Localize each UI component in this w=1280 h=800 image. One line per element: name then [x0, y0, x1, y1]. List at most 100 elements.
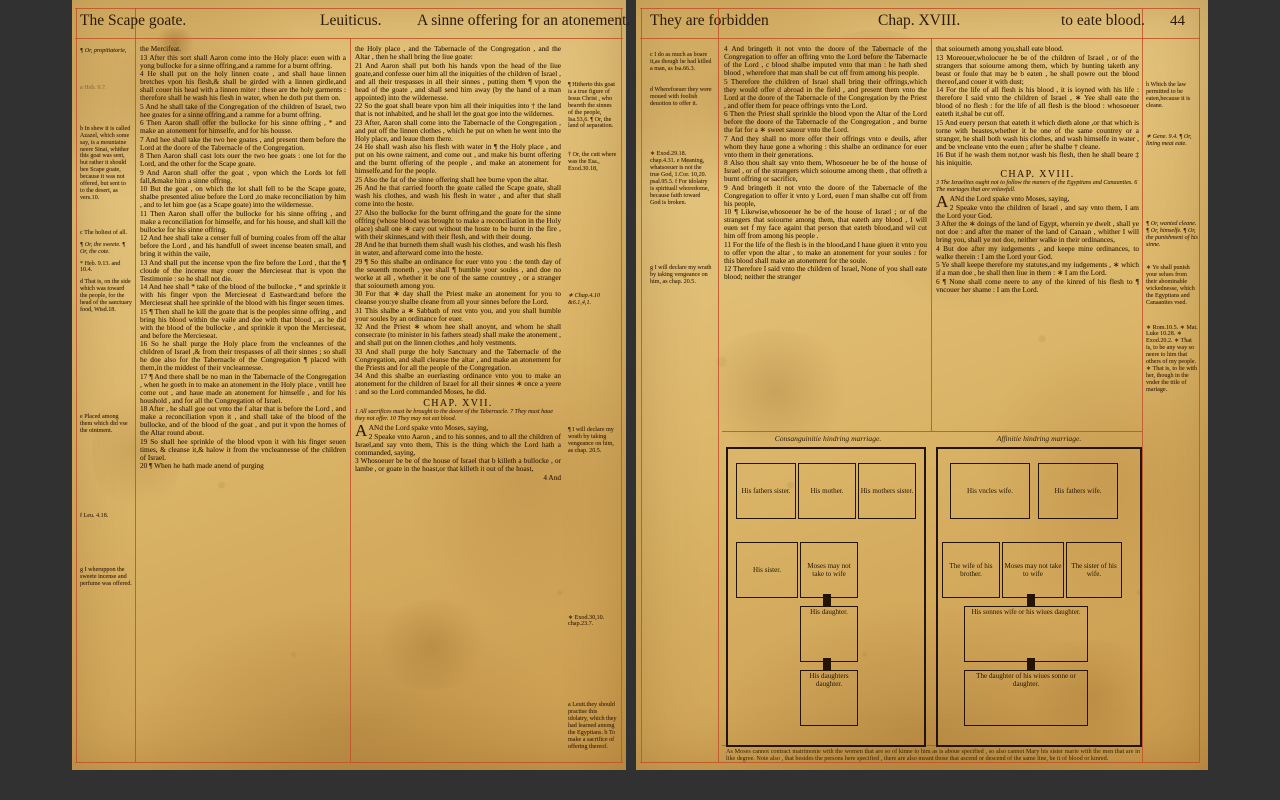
diagram-cell-fathers-wife: His fathers wife.: [1038, 463, 1118, 519]
left-outer-margin-notes: ¶ Hitherto this goat is a true figure of…: [568, 82, 618, 756]
red-rule-horizontal: [75, 38, 623, 40]
diagram-cell-mothers-sister: His mothers sister.: [858, 463, 916, 519]
left-page: The Scape goate. Leuiticus. A sinne offe…: [72, 0, 630, 770]
margin-note: ∗ Chap.4.10 &6.1,4,1.: [568, 293, 601, 306]
red-rule-vertical: [621, 8, 623, 762]
margin-note: b In shew it is called Azazel, which som…: [80, 125, 131, 201]
margin-note: a Leuit.they should practise this idolat…: [568, 702, 617, 750]
diagram-connector: [823, 594, 831, 606]
margin-note: a Heb. 9.7.: [80, 84, 107, 91]
diagram-cell-sister: His sister.: [736, 542, 798, 598]
verse-line: 4 And bringeth it not vnto the doore of …: [724, 44, 927, 77]
margin-note: f Leu. 4.18.: [80, 512, 109, 519]
verse-line: 4 But doe after my iudgements , and keep…: [936, 243, 1139, 261]
red-rule-horizontal: [640, 8, 1200, 10]
left-running-head-recto: A sinne offering for an atonement.: [417, 12, 631, 29]
paper-stain: [696, 330, 856, 450]
right-column-two: that soiourneth among you,shall eate blo…: [936, 45, 1139, 294]
verse-line: the Holy place , and the Tabernacle of t…: [355, 44, 561, 61]
verse-line: 4 He shall put on the holy linnen coate …: [140, 69, 346, 102]
affinity-diagram-caption: Affinitie hindring marriage.: [996, 434, 1082, 443]
margin-note: ∗ Rom.10.5. ∗ Mat. Luke 10.28. ∗ Exod.20…: [1146, 324, 1198, 393]
paper-stain: [372, 600, 492, 690]
margin-note: ∗ Ye shall punish your selues from their…: [1146, 265, 1195, 306]
margin-note: d That is, on the side which was toward …: [80, 279, 132, 313]
verse-line: 5 And he shall take of the Congregation …: [140, 101, 346, 119]
diagram-cell-daughter: His daughter.: [800, 606, 858, 662]
diagram-cell-uncles-wife: His vncles wife.: [950, 463, 1030, 519]
verse-line: 2 Speake vnto the children of Israel , a…: [936, 202, 1139, 220]
drop-cap: A: [355, 421, 368, 441]
verse-line: 8 Then Aaron shall cast lots ouer the tw…: [140, 151, 346, 168]
verse-text: ANd the Lord spake vnto Moses, saying,: [949, 194, 1070, 204]
left-column-two: the Holy place , and the Tabernacle of t…: [355, 45, 561, 482]
verse-line: 15 And euery person that eateth it which…: [936, 117, 1139, 151]
consanguinity-diagram-caption: Consanguinitie hindring marriage.: [774, 434, 882, 443]
margin-note: ¶ I will declare my wrath by taking veng…: [568, 426, 614, 454]
verse-line: 16 So he shall purge the Holy place from…: [140, 339, 346, 372]
left-running-head-center: Leuiticus.: [320, 12, 382, 29]
verse-line: 10 ¶ Likewise,whosoeuer he be of the hou…: [724, 207, 927, 240]
left-margin-notes: ¶ Or, propitiatorie, a Heb. 9.7. b In sh…: [80, 48, 132, 593]
right-running-head-recto: to eate blood.: [1061, 12, 1145, 29]
verse-line: 6 Then the Priest shall sprinkle the blo…: [724, 109, 927, 134]
red-rule-vertical: [135, 8, 137, 762]
verse-line: 16 But if he wash them not,nor wash his …: [936, 150, 1139, 167]
verse-line: 26 And he that carried foorth the goate …: [355, 183, 561, 208]
verse-line: 7 And hee shall take the two hee goates …: [140, 134, 346, 152]
red-rule-vertical: [1142, 8, 1144, 762]
verse-line: 14 For the life of all flesh is his bloo…: [936, 85, 1139, 118]
margin-note: e Placed among them which did vse the oi…: [80, 413, 128, 434]
margin-note: g I wheruppon the sweete incense and per…: [80, 567, 132, 588]
verse-line: 20 ¶ When he hath made anend of purging: [140, 461, 264, 470]
verse-line: 13 And shall put the incense vpon the fi…: [140, 257, 346, 283]
red-rule-vertical: [641, 8, 643, 762]
verse-line: 22 So the goat shall beare vpon him all …: [355, 101, 561, 118]
verse-line: 28 And he that burneth them shall wash h…: [355, 240, 561, 257]
margin-note: h Which the law permitted to be eaten,be…: [1146, 82, 1191, 109]
left-column-one: the Mercifeat. 13 After this sort shall …: [140, 45, 346, 471]
verse-text: ANd the Lord spake vnto Moses, saying,: [368, 423, 489, 433]
right-running-head-verso: They are forbidden: [650, 12, 769, 29]
verse-line: 11 For the life of the flesh is in the b…: [724, 239, 927, 265]
diagram-cell-mother: His mother.: [798, 463, 856, 519]
red-rule-horizontal: [75, 762, 623, 764]
diagram-footnote: As Moses cannot contract matrimonie with…: [726, 748, 1140, 762]
verse-line: 31 This shalbe a ∗ Sabbath of rest vnto …: [355, 305, 561, 323]
verse-line: 29 ¶ So this shalbe an ordinance for eue…: [355, 256, 561, 290]
red-rule-vertical: [1199, 8, 1201, 762]
verse-line: 15 ¶ Then shall he kill the goate that i…: [140, 306, 346, 340]
diagram-cell-brothers-wife: The wife of his brother.: [942, 542, 1000, 598]
verse-line: 3 After the ∗ doings of the land of Egyp…: [936, 219, 1139, 245]
verse-line: the Mercifeat.: [140, 44, 181, 53]
verse-line: 12 And hee shall take a censer full of b…: [140, 233, 346, 258]
red-rule-vertical: [350, 38, 352, 762]
verse-line: 19 So shall hee sprinkle of the blood vp…: [140, 436, 346, 462]
verse-line: 6 Then Aaron shall offer the bullocke fo…: [140, 118, 346, 135]
verse-line: 9 And bringeth it not vnto the doore of …: [724, 182, 927, 208]
verse-line: 13 After this sort shall Aaron come into…: [140, 52, 346, 70]
margin-note: ∗ Gene. 9.4. ¶ Or, lining meat eate.: [1146, 133, 1192, 147]
margin-note: g I will declare my wrath by taking veng…: [650, 264, 712, 285]
margin-note: c The holiest of all.: [80, 229, 128, 236]
verse-line: 33 And shall purge the holy Sanctuary an…: [355, 346, 561, 372]
verse-line: 3 Whosoeuer be be of the house of Israel…: [355, 456, 561, 474]
margin-note: ¶ Or, wanted cleane. ¶ Or, himselfe. ¶ O…: [1146, 221, 1198, 249]
verse-line: 17 ¶ And there shall be no man in the Ta…: [140, 371, 346, 405]
diagram-connector: [1027, 594, 1035, 606]
verse-line: 14 And hee shall * take of the blood of …: [140, 282, 346, 307]
verse-line: 25 Also the fat of the sinne offering sh…: [355, 174, 549, 184]
right-running-head-center: Chap. XVIII.: [878, 12, 961, 29]
margin-note: ∗ Exod.29.18. chap.4.31. e Meaning, what…: [650, 151, 710, 206]
diagram-cell-wifes-sonne-daughter: The daughter of his wiues sonne or daugh…: [964, 670, 1088, 726]
margin-note: ¶ Or, the sweete. ¶ Or, the cote.: [80, 241, 126, 255]
verse-line: 13 Moreouer,wholocuer he be of the child…: [936, 52, 1139, 86]
diagram-cell-sonnes-wife: His sonnes wife or his wiues daughter.: [964, 606, 1088, 662]
verse-line: 10 But the goat , on which the lot shall…: [140, 184, 346, 209]
right-column-one: 4 And bringeth it not vnto the doore of …: [724, 45, 927, 282]
margin-note: ∗ Exod.30,10. chap.23.7.: [568, 614, 605, 628]
diagram-cell-center-moses: Moses may not take to wife: [800, 542, 858, 598]
